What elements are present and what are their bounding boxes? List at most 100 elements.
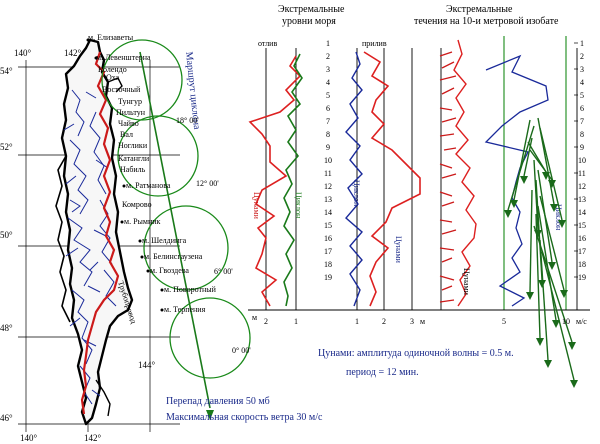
station-label: Оха xyxy=(106,73,120,82)
ebb-label: отлив xyxy=(258,39,277,48)
station-label: м. Белинсгаузена xyxy=(144,252,203,261)
lon-label-140-top: 140° xyxy=(14,48,32,58)
tsunami-amplitude-note: Цунами: амплитуда одиночной волны = 0.5 … xyxy=(318,348,514,359)
tsunami-current-arrows xyxy=(439,51,457,303)
station-label: м. Елизаветы xyxy=(88,33,134,42)
lon-label-140-bottom: 140° xyxy=(20,433,38,443)
flood-tsunami-label: Цунами xyxy=(394,236,403,264)
aniva-cape-detail xyxy=(95,379,111,417)
pressure-note: Перепад давления 50 мб xyxy=(166,396,270,407)
row-number: 19 xyxy=(578,273,586,282)
lat-label-54: 54° xyxy=(0,66,13,76)
ebb-cyclone-label: Циклон xyxy=(294,192,303,219)
station-label: Тунгур xyxy=(118,97,142,106)
row-number: 16 xyxy=(578,234,586,243)
circle-time-label: 6° 00' xyxy=(214,267,233,276)
station-label: м. Гвоздева xyxy=(150,266,189,275)
row-number: 17 xyxy=(324,247,332,256)
station-label: Вал xyxy=(120,130,133,139)
route-arrowhead xyxy=(206,410,214,420)
row-number: 11 xyxy=(578,169,586,178)
row-number: 2 xyxy=(326,52,330,61)
row-number: 1 xyxy=(326,39,330,48)
row-numbers: 1 2 3 4 5 6 7 8 9 10 11 12 13 14 15 16 1… xyxy=(324,39,332,282)
station-label: Колендо xyxy=(98,65,127,74)
wind-note: Максимальная скорость ветра 30 м/с xyxy=(166,412,323,423)
row-number: 1 xyxy=(580,39,584,48)
row-number: 18 xyxy=(578,260,586,269)
currents-tsunami-label: Цунами xyxy=(462,268,471,296)
station-label: Пильтун xyxy=(116,108,146,117)
sea-axis-tick: 2 xyxy=(264,317,268,326)
row-number: 17 xyxy=(578,247,586,256)
lat-label-46: 46° xyxy=(0,413,13,423)
row-number: 15 xyxy=(324,221,332,230)
station-label: м. Левенштерна xyxy=(96,53,151,62)
currents-green-lines xyxy=(503,36,567,310)
row-number: 8 xyxy=(580,130,584,139)
row-number: 12 xyxy=(324,182,332,191)
map-panel: 54° 52° 50° 48° 46° 140° 142° 140° 142° … xyxy=(0,33,251,443)
wind-current-arrowheads xyxy=(504,172,578,388)
flood-cyclone-curve xyxy=(345,51,363,307)
row-number: 10 xyxy=(578,156,586,165)
row-number: 4 xyxy=(326,78,330,87)
station-labels: м. Елизаветы м. Левенштерна Колендо Оха … xyxy=(88,33,217,314)
station-label: Ноглики xyxy=(118,141,148,150)
row-number: 15 xyxy=(578,221,586,230)
row-number: 7 xyxy=(580,117,584,126)
row-number: 4 xyxy=(580,78,584,87)
row-number: 9 xyxy=(326,143,330,152)
sea-axis-unit-left: м xyxy=(252,313,257,322)
currents-axis-tick: 10 xyxy=(562,317,570,326)
row-number: 6 xyxy=(580,104,584,113)
row-number: 6 xyxy=(326,104,330,113)
tsunami-period-note: период = 12 мин. xyxy=(346,367,419,378)
sea-level-title-2: уровни моря xyxy=(282,16,336,27)
station-label: м. Терпения xyxy=(164,305,206,314)
station-label: Восточный xyxy=(102,85,141,94)
notes: Цунами: амплитуда одиночной волны = 0.5 … xyxy=(166,348,514,423)
currents-title-1: Экстремальные xyxy=(446,4,513,15)
row-number: 14 xyxy=(324,208,332,217)
lat-label-50: 50° xyxy=(0,230,13,240)
row-number: 9 xyxy=(580,143,584,152)
station-label: Комрово xyxy=(122,200,152,209)
row-number: 8 xyxy=(326,130,330,139)
station-label: м. Шелдинга xyxy=(142,236,187,245)
ebb-tsunami-curve xyxy=(248,55,302,307)
sea-axis-tick: 3 xyxy=(410,317,414,326)
flood-tsunami-curve xyxy=(363,51,421,307)
currents-axis-tick: 5 xyxy=(502,317,506,326)
row-number: 13 xyxy=(324,195,332,204)
station-label: м. Ратманова xyxy=(126,181,171,190)
row-number: 16 xyxy=(324,234,332,243)
row-number: 11 xyxy=(324,169,332,178)
sea-axis-tick: 2 xyxy=(382,317,386,326)
cyclone-route-line xyxy=(139,51,211,409)
row-number: 18 xyxy=(324,260,332,269)
flood-cyclone-label: Циклон xyxy=(352,180,361,207)
station-label: Набиль xyxy=(120,165,146,174)
sea-axis-tick: 1 xyxy=(294,317,298,326)
station-label: Катангли xyxy=(118,154,150,163)
currents-cyclone-label: Циклон xyxy=(554,204,563,231)
circle-time-label: 18° 00' xyxy=(176,116,199,125)
row-number: 14 xyxy=(578,208,586,217)
row-number: 5 xyxy=(580,91,584,100)
lon-label-142-bottom: 142° xyxy=(84,433,102,443)
pipeline-route xyxy=(80,51,120,415)
station-label: м. Поворотный xyxy=(164,285,217,294)
circle-time-label: 0° 00' xyxy=(232,346,251,355)
tsunami-current-curve xyxy=(453,39,477,307)
right-row-numbers: 1 2 3 4 5 6 7 8 9 10 11 12 13 14 15 16 1… xyxy=(578,39,586,282)
station-label: Чайво xyxy=(118,119,139,128)
currents-axis-unit: м/с xyxy=(576,317,587,326)
sea-level-title-1: Экстремальные xyxy=(278,4,345,15)
sea-axis-unit-right: м xyxy=(420,317,425,326)
station-label: м. Рымник xyxy=(124,217,161,226)
ebb-tsunami-label: Цунами xyxy=(252,192,261,220)
north-bay-detail xyxy=(107,77,123,93)
row-number: 7 xyxy=(326,117,330,126)
circle-time-label: 12° 00' xyxy=(196,179,219,188)
